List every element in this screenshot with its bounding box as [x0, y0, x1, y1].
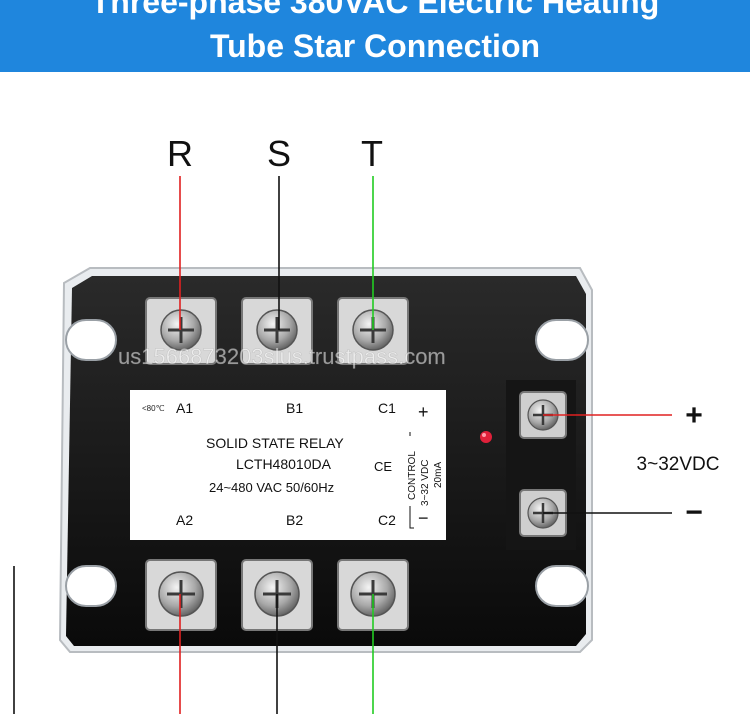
title-banner: Three-phase 380VAC Electric Heating Tube… [0, 0, 750, 72]
status-led [480, 431, 492, 443]
relay-rating: 24~480 VAC 50/60Hz [209, 480, 334, 495]
phase-r-label: R [167, 133, 193, 174]
mount-slot-top-left [65, 319, 117, 361]
label-plate [130, 390, 446, 540]
relay-model: LCTH48010DA [236, 456, 332, 472]
label-plus-sign: + [418, 402, 429, 422]
label-minus-sign: − [418, 508, 429, 528]
terminal-a1 [145, 297, 217, 365]
terminal-c2-label: C2 [378, 512, 396, 528]
terminal-b1 [241, 297, 313, 365]
terminal-c1-label: C1 [378, 400, 396, 416]
terminal-b1-label: B1 [286, 400, 303, 416]
ce-mark: CE [374, 459, 392, 474]
status-led-highlight [482, 433, 486, 437]
control-minus-label: − [685, 496, 703, 529]
title-line-1: Three-phase 380VAC Electric Heating [90, 0, 660, 20]
mount-slot-bottom-right [535, 565, 589, 607]
control-range-text: 3~32 VDC [420, 460, 431, 506]
terminal-a2 [145, 559, 217, 631]
control-plus-label: + [685, 399, 703, 432]
mount-slot-top-right [535, 319, 589, 361]
terminal-b2-label: B2 [286, 512, 303, 528]
terminal-a1-label: A1 [176, 400, 193, 416]
phase-s-label: S [267, 133, 291, 174]
mount-slot-bottom-left [65, 565, 117, 607]
relay-name: SOLID STATE RELAY [206, 435, 344, 451]
title-line-2: Tube Star Connection [209, 28, 541, 64]
control-voltage-label: 3~32VDC [637, 454, 720, 475]
terminal-a2-label: A2 [176, 512, 193, 528]
watermark: us1566873203slus.trustpass.com [118, 344, 446, 369]
temperature-mark: <80℃ [142, 404, 165, 413]
control-text: CONTROL [407, 451, 418, 500]
control-bracket [409, 432, 414, 529]
phase-t-label: T [361, 133, 383, 174]
control-current-text: 20mA [433, 462, 444, 488]
